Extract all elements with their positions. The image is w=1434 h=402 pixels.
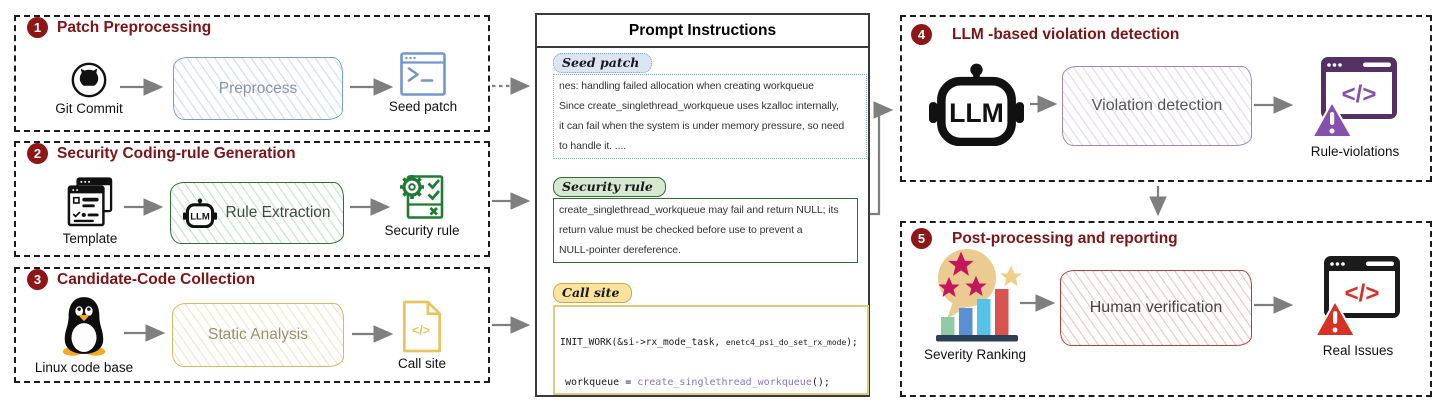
security-rule-line: NULL-pointer dereference. [559,244,681,256]
seed-patch-textbox: nes: handling failed allocation when cre… [553,74,867,159]
security-rule-textbox: create_singlethread_workqueue may fail a… [553,198,858,263]
security-rule-line: return value must be checked before use … [559,224,803,236]
template-label: Template [62,231,118,246]
seed-patch-line: nes: handling failed allocation when cre… [559,80,814,92]
code-line-2: workqueue = create_singlethread_workqueu… [565,377,830,388]
seed-patch-figure: Seed patch [382,52,464,114]
rule-violations-label: Rule-violations [1310,144,1400,159]
template-figure: Template [50,176,130,246]
section-title-4: LLM -based violation detection [952,25,1180,43]
severity-ranking-label: Severity Ranking [923,347,1027,362]
call-site-figure: </> Call site [382,300,462,371]
static-analysis-box: Static Analysis [172,303,344,367]
gear-icon [400,175,424,199]
llm-robot-icon: LLM [183,198,218,228]
security-rule-line: create_singlethread_workqueue may fail a… [559,204,839,216]
linux-figure: Linux code base [26,295,142,375]
code-file-icon: </> [402,300,442,353]
arrow-panel-to-llm-elbow [866,101,894,216]
step-badge-1: 1 [27,17,48,38]
section-candidate-code [14,267,490,383]
call-site-codebox: INIT_WORK(&si->rx_mode_task, enetc4_psi_… [553,305,869,395]
call-site-label: Call site [397,356,446,371]
security-rule-label: Security rule [384,223,460,238]
section-violation-detection [900,15,1432,182]
llm-figure: LLM [928,62,1025,146]
seed-patch-line: Since create_singlethread_workqueue uses… [559,100,839,112]
step-badge-4: 4 [911,24,932,45]
seed-patch-line: to handle it. .... [559,140,627,152]
terminal-icon [400,52,446,96]
real-issues-figure: </> Real Issues [1302,254,1414,358]
rule-violations-figure: </> Rule-violations [1300,55,1410,159]
rule-extraction-box: LLM Rule Extraction [170,182,344,244]
step-badge-5: 5 [911,228,932,249]
llm-robot-icon: LLM [929,63,1024,146]
section-title-3: Candidate-Code Collection [57,270,256,288]
tux-penguin-icon [62,297,106,356]
preprocess-label: Preprocess [218,79,298,97]
static-analysis-label: Static Analysis [208,326,308,343]
template-icon [67,177,113,227]
git-commit-label: Git Commit [55,101,123,116]
section-post-processing [900,221,1432,397]
section-title-5: Post-processing and reporting [952,229,1178,247]
step-badge-3: 3 [27,269,48,290]
security-rule-tag: Security rule [553,177,666,197]
llm-robot-text: LLM [191,211,211,222]
code-line-1: INIT_WORK(&si->rx_mode_task, enetc4_psi_… [560,337,858,348]
section-rule-generation [14,141,490,257]
security-rule-figure: Security rule [378,174,466,238]
section-title-2: Security Coding-rule Generation [57,144,296,162]
linux-code-base-label: Linux code base [34,360,134,375]
code-glyph: </> [1342,81,1377,108]
issues-browser-icon: </> [1313,256,1400,337]
step-badge-2: 2 [27,143,48,164]
code-glyph: </> [412,322,430,337]
git-commit-figure: Git Commit [48,62,130,116]
code-glyph: </> [1345,280,1380,307]
call-site-tag: Call site [553,283,633,303]
preprocess-box: Preprocess [173,57,343,120]
real-issues-label: Real Issues [1322,343,1394,358]
section-patch-preprocessing [14,15,490,132]
rule-extraction-label: Rule Extraction [225,204,331,221]
seed-patch-tag: Seed patch [553,53,653,73]
prompt-panel-title: Prompt Instructions [537,15,868,48]
human-verification-box: Human verification [1060,270,1252,346]
prompt-instructions-panel: Prompt Instructions Seed patch nes: hand… [535,13,870,397]
human-verification-label: Human verification [1089,299,1223,316]
seed-patch-label: Seed patch [388,99,458,114]
violation-detection-box: Violation detection [1062,66,1252,146]
gear-checklist-icon [400,175,444,219]
seed-patch-line: it can fail when the system is under mem… [559,120,845,132]
violation-detection-label: Violation detection [1091,97,1223,114]
severity-ranking-figure: Severity Ranking [915,246,1035,362]
section-title-1: Patch Preprocessing [57,18,212,36]
llm-robot-text: LLM [949,98,1004,128]
severity-ranking-icon [935,249,1022,342]
github-icon [71,62,107,98]
violation-browser-icon: </> [1311,57,1397,138]
